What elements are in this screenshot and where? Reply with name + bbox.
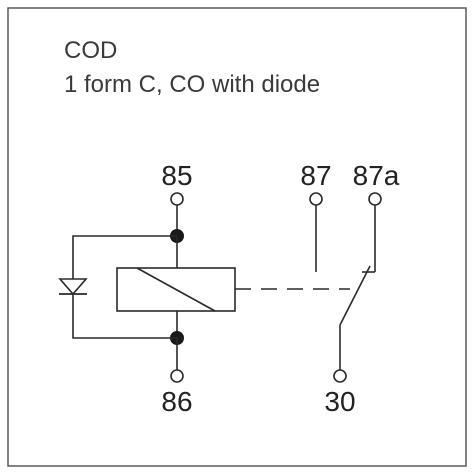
pin-label-87: 87 <box>300 160 332 191</box>
diagram-border <box>7 7 467 467</box>
pin-label-87a: 87a <box>352 160 400 191</box>
switch-arm <box>339 265 371 326</box>
diagram-title: COD <box>64 37 118 64</box>
diode-loop-top <box>72 235 177 279</box>
diode-loop-bottom <box>72 294 177 339</box>
diagram-subtitle: 1 form C, CO with diode <box>64 71 321 98</box>
coil-diagonal <box>136 267 216 312</box>
terminal-86 <box>170 369 184 383</box>
pin-label-30: 30 <box>324 386 356 417</box>
pin-label-86: 86 <box>161 386 193 417</box>
terminal-30 <box>333 369 347 383</box>
terminal-87 <box>309 192 323 206</box>
pin-label-85: 85 <box>161 160 193 191</box>
diode-icon <box>58 278 88 296</box>
terminal-85 <box>170 192 184 206</box>
terminal-87a <box>368 192 382 206</box>
